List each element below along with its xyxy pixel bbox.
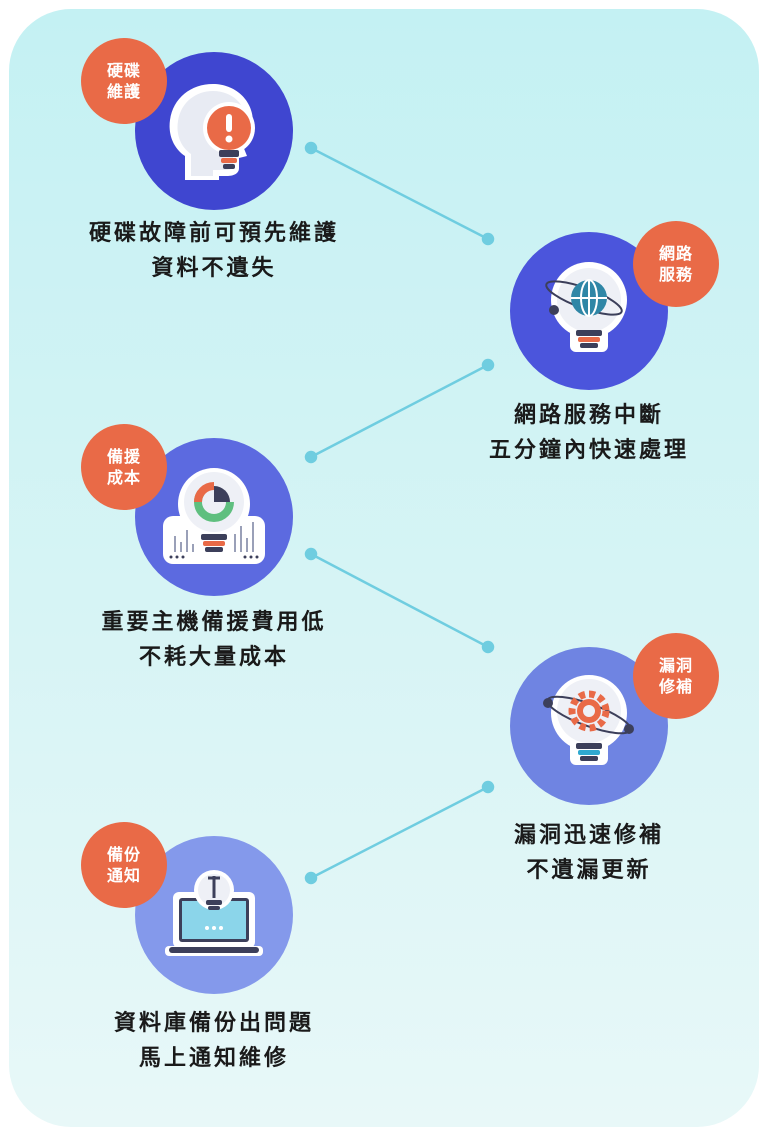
connector-4	[310, 785, 489, 880]
network-service-badge: 網路 服務	[633, 221, 719, 307]
connector-3	[310, 552, 489, 649]
connector-dot	[304, 450, 318, 464]
caption-line: 不耗大量成本	[138, 645, 289, 670]
connector-dot	[481, 232, 495, 246]
backup-cost-caption: 重要主機備援費用低 不耗大量成本	[54, 605, 374, 675]
connector-dot	[304, 141, 318, 155]
background-panel	[9, 9, 759, 1127]
badge-line: 漏洞	[658, 656, 693, 675]
badge-line: 備援	[106, 447, 141, 466]
caption-line: 重要主機備援費用低	[101, 610, 327, 635]
badge-line: 備份	[106, 845, 141, 864]
laptop-lightbulb-icon	[165, 870, 263, 956]
caption-line: 漏洞迅速修補	[513, 823, 664, 848]
caption-line: 不遺漏更新	[526, 858, 652, 883]
gear-lightbulb-icon	[543, 675, 634, 765]
backup-notification-caption: 資料庫備份出問題 馬上通知維修	[54, 1006, 374, 1076]
badge-line: 硬碟	[106, 61, 141, 80]
caption-line: 馬上通知維修	[138, 1046, 289, 1071]
caption-line: 五分鐘內快速處理	[488, 438, 689, 463]
backup-notification-badge: 備份 通知	[81, 822, 167, 908]
head-lightbulb-alert-icon	[169, 84, 255, 180]
connector-dot	[481, 780, 495, 794]
disk-maintenance-circle	[135, 52, 293, 210]
network-service-caption: 網路服務中斷 五分鐘內快速處理	[429, 398, 749, 468]
connector-dot	[481, 358, 495, 372]
connector-2	[310, 363, 489, 459]
badge-line: 修補	[658, 677, 693, 696]
disk-maintenance-caption: 硬碟故障前可預先維護 資料不遺失	[54, 216, 374, 286]
caption-line: 網路服務中斷	[513, 403, 664, 428]
badge-line: 維護	[106, 82, 141, 101]
vulnerability-patch-caption: 漏洞迅速修補 不遺漏更新	[429, 818, 749, 888]
globe-lightbulb-icon	[545, 262, 627, 352]
connector-dot	[304, 547, 318, 561]
badge-line: 通知	[106, 866, 141, 885]
backup-cost-badge: 備援 成本	[81, 424, 167, 510]
caption-line: 資料不遺失	[151, 256, 277, 281]
connector-dot	[481, 640, 495, 654]
caption-line: 硬碟故障前可預先維護	[88, 221, 339, 246]
chart-lightbulb-icon	[163, 468, 265, 564]
connector-dot	[304, 871, 318, 885]
badge-line: 服務	[658, 265, 693, 284]
badge-line: 成本	[106, 468, 141, 487]
caption-line: 資料庫備份出問題	[113, 1011, 314, 1036]
badge-line: 網路	[658, 244, 693, 263]
vulnerability-patch-badge: 漏洞 修補	[633, 633, 719, 719]
connector-1	[310, 146, 489, 241]
disk-maintenance-badge: 硬碟 維護	[81, 38, 167, 124]
